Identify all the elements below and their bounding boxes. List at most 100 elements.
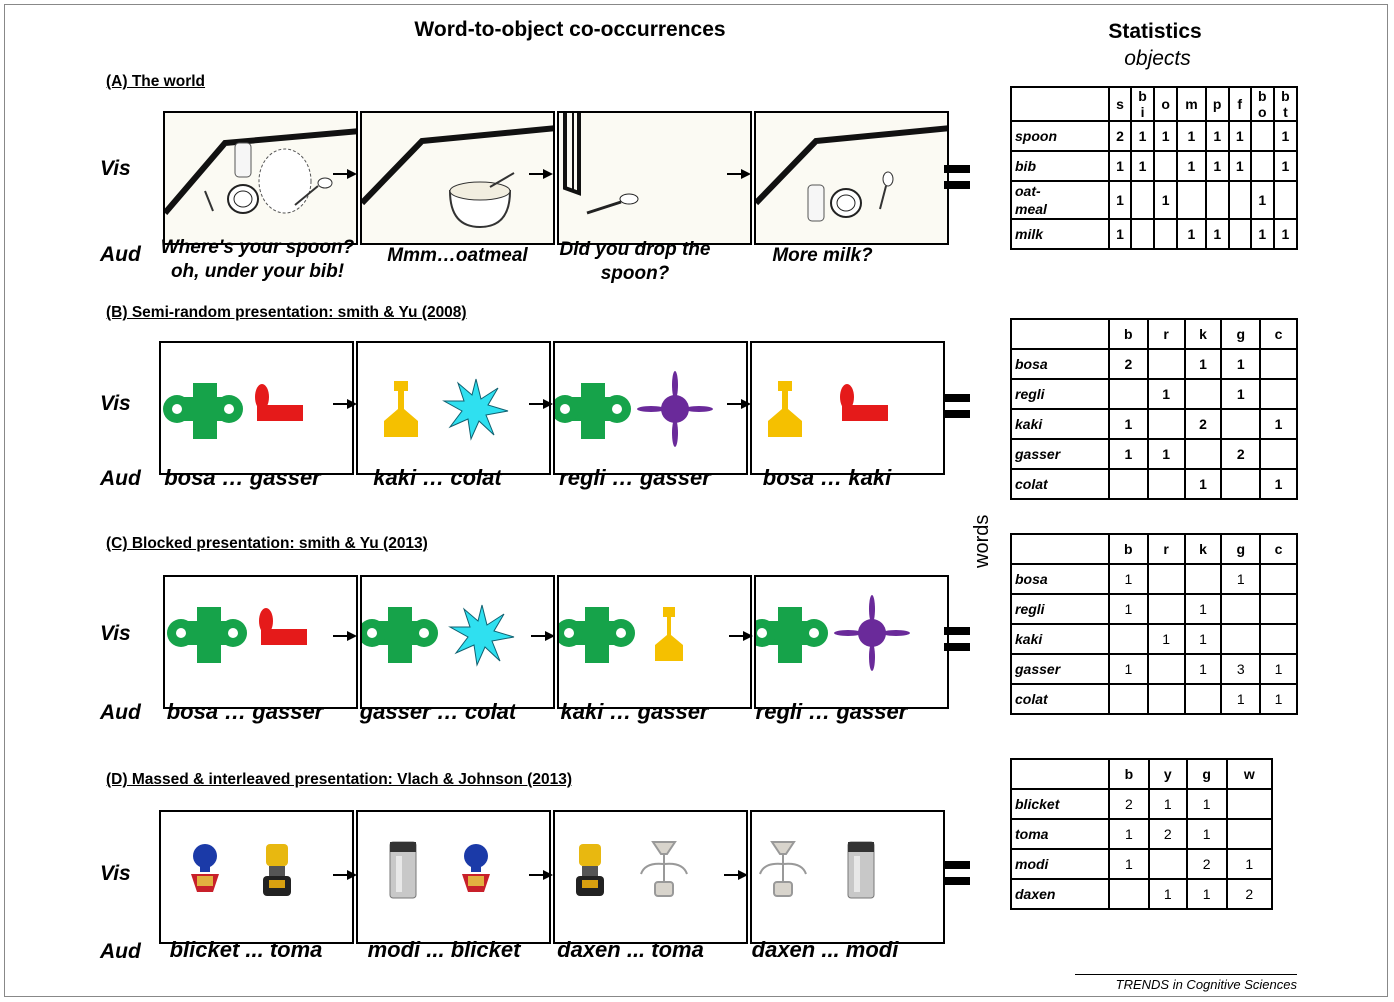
equals-icon [944,627,970,653]
count-cell [1183,563,1223,595]
caption-a2: Mmm…oatmeal [387,245,528,266]
caption-d4: daxen ... modi [751,937,899,962]
count-cell: 1 [1108,563,1149,595]
count-cell: 1 [1108,438,1149,470]
green-purple-shapes-icon [555,371,713,447]
count-cell [1227,180,1252,220]
table-corner [1010,758,1110,790]
count-cell: 1 [1259,468,1298,500]
caption-d2: modi ... blicket [367,937,521,962]
column-header: o [1153,86,1179,122]
row-word: oat- meal [1010,180,1110,220]
count-cell [1183,378,1223,410]
vis-label-a: Vis [100,157,131,180]
row-word: kaki [1010,623,1110,655]
vis-label-b: Vis [100,392,131,415]
count-cell [1108,878,1150,910]
count-cell: 1 [1227,150,1252,182]
count-cell: 1 [1108,408,1149,440]
shape-panel-b1 [159,341,354,475]
column-header: w [1225,758,1274,790]
count-cell: 2 [1108,788,1150,820]
count-cell: 1 [1146,438,1186,470]
column-header: p [1204,86,1230,122]
count-cell: 1 [1107,218,1133,250]
row-word: modi [1010,848,1110,880]
yellow-cyan-shapes-icon [384,378,509,441]
column-header: g [1185,758,1228,790]
count-cell [1225,788,1274,820]
count-cell [1220,408,1262,440]
row-word: toma [1010,818,1110,850]
column-header: c [1259,533,1298,565]
shape-panel-c1 [163,575,358,709]
arrow-right-icon [727,169,751,179]
green-red-shapes-icon [167,607,307,663]
column-header: r [1146,533,1186,565]
count-cell: 1 [1130,150,1156,182]
section-d-heading: (D) Massed & interleaved presentation: V… [106,771,572,788]
count-cell [1183,683,1223,715]
count-cell: 1 [1130,120,1156,152]
silver-branch-object-icon [640,841,688,897]
row-word: bosa [1010,563,1110,595]
green-yellow-shapes-icon [559,607,683,663]
count-cell: 1 [1107,180,1133,220]
caption-b3: regli … gasser [559,465,711,490]
aud-label-a: Aud [100,243,141,266]
count-cell [1259,623,1298,655]
column-header: y [1147,758,1188,790]
count-cell [1220,593,1262,625]
caption-d3: daxen ... toma [557,937,704,962]
aud-label-c: Aud [100,701,141,724]
arrow-right-icon [333,631,357,641]
count-cell [1227,218,1252,250]
arrow-right-icon [529,399,553,409]
row-word: blicket [1010,788,1110,820]
caption-c3: kaki … gasser [560,699,709,724]
count-cell [1146,593,1186,625]
equals-icon [944,861,970,887]
count-cell [1259,438,1298,470]
equals-icon [944,394,970,420]
count-cell [1259,593,1298,625]
count-cell [1146,408,1186,440]
column-header: b i [1130,86,1156,122]
main-title: Word-to-object co-occurrences [414,18,726,41]
column-header: f [1227,86,1252,122]
shape-panel-b4 [750,341,945,475]
count-cell [1130,180,1156,220]
figure-frame [4,4,1388,997]
count-cell [1153,150,1179,182]
count-cell: 1 [1146,378,1186,410]
count-cell [1108,378,1149,410]
count-cell: 1 [1259,683,1298,715]
section-c-heading: (C) Blocked presentation: smith & Yu (20… [106,535,428,552]
count-cell: 1 [1249,218,1275,250]
count-cell [1146,468,1186,500]
shape-panel-c4 [754,575,949,709]
count-cell: 1 [1107,150,1133,182]
shape-panel-c3 [557,575,752,709]
count-cell: 1 [1249,180,1275,220]
count-cell: 1 [1272,120,1299,152]
column-header: g [1220,533,1262,565]
shape-panel-c2 [360,575,555,709]
section-b-heading: (B) Semi-random presentation: smith & Yu… [106,304,467,321]
count-cell [1220,468,1262,500]
arrow-right-icon [727,399,751,409]
count-cell: 1 [1185,788,1228,820]
count-cell: 1 [1259,653,1298,685]
column-header: b [1108,758,1150,790]
count-cell: 2 [1147,818,1188,850]
count-cell [1225,818,1274,850]
clear-cylinder-icon [847,841,875,899]
count-cell: 1 [1220,683,1262,715]
